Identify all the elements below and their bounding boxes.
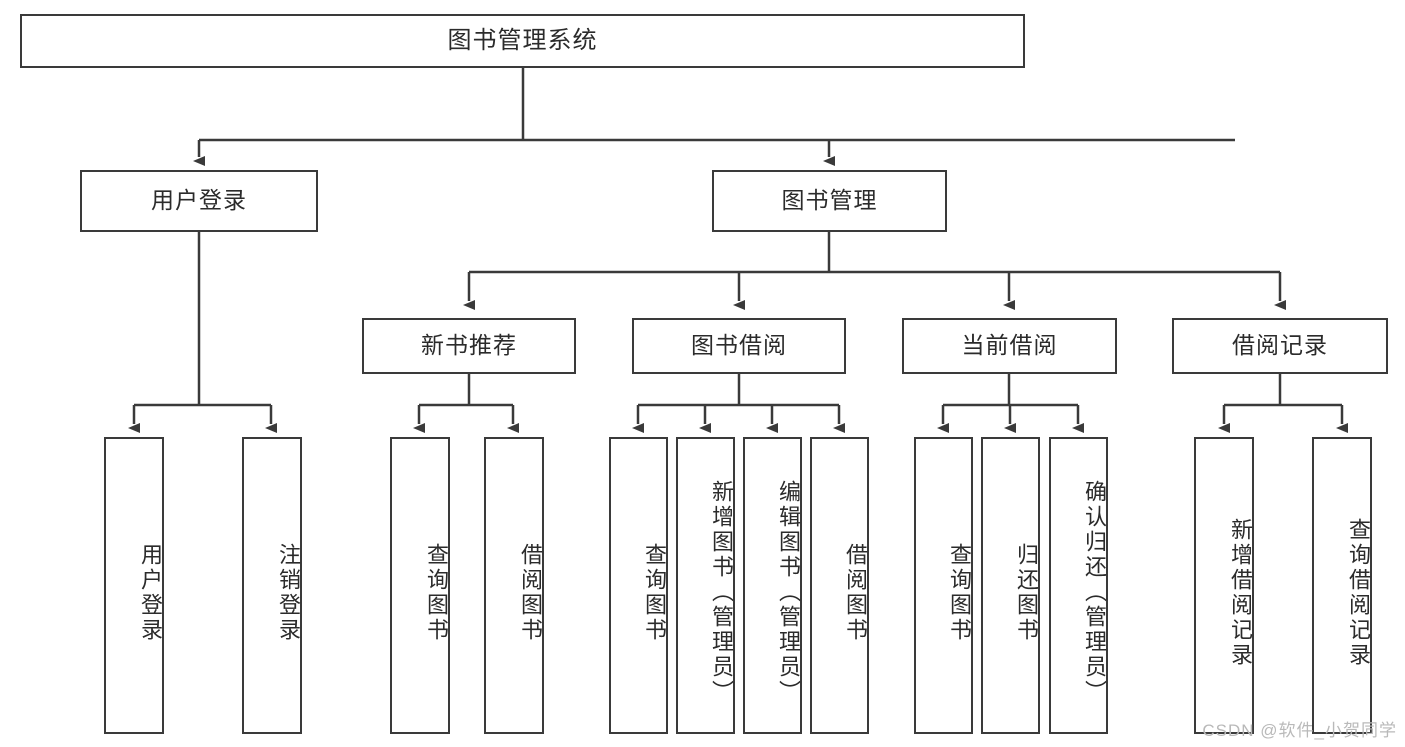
node-label: 新增借阅记录 [1228,517,1253,668]
node-label: 查询借阅记录 [1346,517,1371,668]
leaf-book-borrow-query[interactable]: 查询图书 [609,437,668,734]
node-user-login[interactable]: 用户登录 [80,170,318,232]
leaf-new-book-borrow[interactable]: 借阅图书 [484,437,544,734]
node-label: 确认归还（管理员） [1082,480,1107,705]
node-current-borrow[interactable]: 当前借阅 [902,318,1117,374]
node-label: 新书推荐 [421,332,517,359]
leaf-user-login-logout[interactable]: 注销登录 [242,437,302,734]
node-label: 新增图书（管理员） [709,480,734,705]
node-label: 图书管理 [781,187,878,214]
leaf-user-login-login[interactable]: 用户登录 [104,437,164,734]
node-label: 用户登录 [151,187,247,214]
node-label: 注销登录 [276,542,301,643]
node-label: 用户登录 [138,542,163,643]
leaf-borrow-record-query[interactable]: 查询借阅记录 [1312,437,1372,734]
leaf-new-book-query[interactable]: 查询图书 [390,437,450,734]
leaf-book-borrow-edit[interactable]: 编辑图书（管理员） [743,437,802,734]
node-label: 借阅图书 [518,542,543,643]
leaf-current-borrow-confirm-return[interactable]: 确认归还（管理员） [1049,437,1108,734]
node-label: 图书管理系统 [447,26,598,54]
node-root-system[interactable]: 图书管理系统 [20,14,1025,68]
node-book-management[interactable]: 图书管理 [712,170,947,232]
leaf-current-borrow-query[interactable]: 查询图书 [914,437,973,734]
node-label: 查询图书 [947,542,972,643]
node-label: 当前借阅 [961,332,1058,359]
node-new-book-recommend[interactable]: 新书推荐 [362,318,576,374]
leaf-current-borrow-return[interactable]: 归还图书 [981,437,1040,734]
node-label: 归还图书 [1014,542,1039,643]
node-book-borrow[interactable]: 图书借阅 [632,318,846,374]
leaf-book-borrow-borrow[interactable]: 借阅图书 [810,437,869,734]
leaf-book-borrow-add[interactable]: 新增图书（管理员） [676,437,735,734]
csdn-watermark: CSDN @软件_小贺同学 [1202,721,1397,740]
node-label: 借阅记录 [1232,332,1328,359]
node-label: 图书借阅 [691,332,787,359]
leaf-borrow-record-add[interactable]: 新增借阅记录 [1194,437,1254,734]
node-label: 查询图书 [424,542,449,643]
node-label: 查询图书 [642,542,667,643]
node-label: 借阅图书 [843,542,868,643]
node-borrow-record[interactable]: 借阅记录 [1172,318,1388,374]
node-label: 编辑图书（管理员） [776,480,801,705]
